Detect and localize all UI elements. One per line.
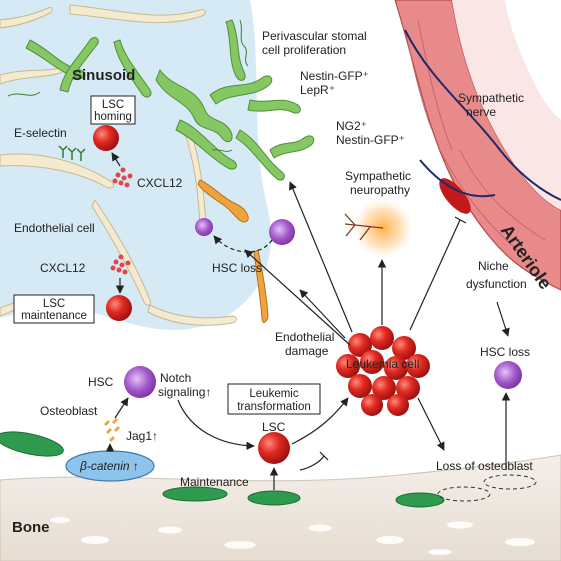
sympathetic-nerve	[404, 29, 561, 201]
lsc-cell-center	[258, 432, 290, 464]
jag1-label: Jag1↑	[126, 429, 158, 443]
ng2-line2: Nestin-GFP⁺	[336, 133, 405, 147]
hsc-cell-small	[195, 218, 213, 236]
hsc-cell-sinusoid	[269, 219, 295, 245]
neuropathy-neuron	[344, 213, 384, 241]
e-selectin-symbol	[58, 145, 86, 161]
lsc-cell-maintenance	[106, 295, 132, 321]
endothelial-damage-line1: Endothelial	[275, 330, 334, 344]
bone-label: Bone	[12, 519, 50, 536]
lost-osteoblasts	[437, 474, 537, 502]
maintenance-label: Maintenance	[180, 475, 249, 489]
sympathetic-neuropathy-line1: Sympathetic	[345, 169, 411, 183]
endothelial-damage-line2: damage	[285, 344, 329, 358]
sympathetic-neuropathy-line2: neuropathy	[350, 183, 410, 197]
lsc-homing-line1: LSC	[102, 99, 124, 111]
cxcl12-dots-top	[112, 167, 133, 188]
niche-dysfunction-line2: dysfunction	[466, 277, 527, 291]
lsc-maintenance-box: LSC maintenance	[13, 294, 95, 324]
stromal-processes	[7, 19, 249, 152]
bone-texture	[50, 517, 535, 555]
leukemia-cell-cluster	[336, 326, 430, 416]
orange-stromal-cells	[197, 179, 269, 323]
lsc-maintenance-line1: LSC	[43, 298, 65, 310]
leukemic-line2: transformation	[237, 401, 311, 413]
ng2-line1: NG2⁺	[336, 119, 367, 133]
cxcl12-bottom-label: CXCL12	[40, 261, 86, 275]
arteriole-cell	[439, 178, 471, 214]
lsc-cell-homing	[93, 125, 119, 151]
leukemic-transformation-box: Leukemic transformation	[227, 383, 321, 415]
nestin-lepr-line2: LepR⁺	[300, 83, 335, 97]
niche-dysfunction-line1: Niche	[478, 259, 509, 273]
arrows	[105, 152, 511, 490]
sinusoid-label: Sinusoid	[72, 67, 135, 84]
leukemia-cell-label: Leukemia cell	[346, 357, 419, 371]
cxcl12-top-label: CXCL12	[137, 176, 183, 190]
sympathetic-nerve-line2: nerve	[466, 105, 496, 119]
jag1-marks	[104, 418, 120, 442]
osteoblasts	[0, 431, 445, 508]
osteoblast-label: Osteoblast	[40, 404, 98, 418]
arteriole-texture	[404, 19, 546, 261]
loss-of-osteoblast-label: Loss of osteoblast	[436, 459, 533, 473]
sympathetic-nerve-line1: Sympathetic	[458, 91, 524, 105]
cxcl12-dots-bottom	[110, 254, 131, 275]
hsc-label: HSC	[88, 375, 114, 389]
lsc-label: LSC	[262, 420, 286, 434]
lsc-maintenance-line2: maintenance	[21, 310, 87, 322]
notch-line1: Notch	[160, 371, 191, 385]
nestin-lepr-line1: Nestin-GFP⁺	[300, 69, 369, 83]
perivascular-stromal-cells	[25, 19, 315, 181]
perivascular-line1: Perivascular stomal	[262, 29, 367, 43]
hsc-cell-right	[494, 361, 522, 389]
notch-line2: signaling↑	[158, 385, 211, 399]
hsc-loss-left-label: HSC loss	[212, 261, 262, 275]
leukemic-line1: Leukemic	[249, 388, 298, 400]
arteriole-lumen	[452, 0, 561, 210]
perivascular-line2: cell proliferation	[262, 43, 346, 57]
lsc-homing-box: LSC homing	[90, 95, 136, 125]
hsc-loss-right-label: HSC loss	[480, 345, 530, 359]
endothelial-cell-label: Endothelial cell	[14, 221, 95, 235]
beta-catenin-label: β-catenin ↑	[79, 459, 139, 473]
lsc-homing-line2: homing	[94, 111, 132, 123]
e-selectin-label: E-selectin	[14, 126, 67, 140]
hsc-cell-notch	[124, 366, 156, 398]
sympathetic-nerve-branch	[419, 159, 496, 198]
